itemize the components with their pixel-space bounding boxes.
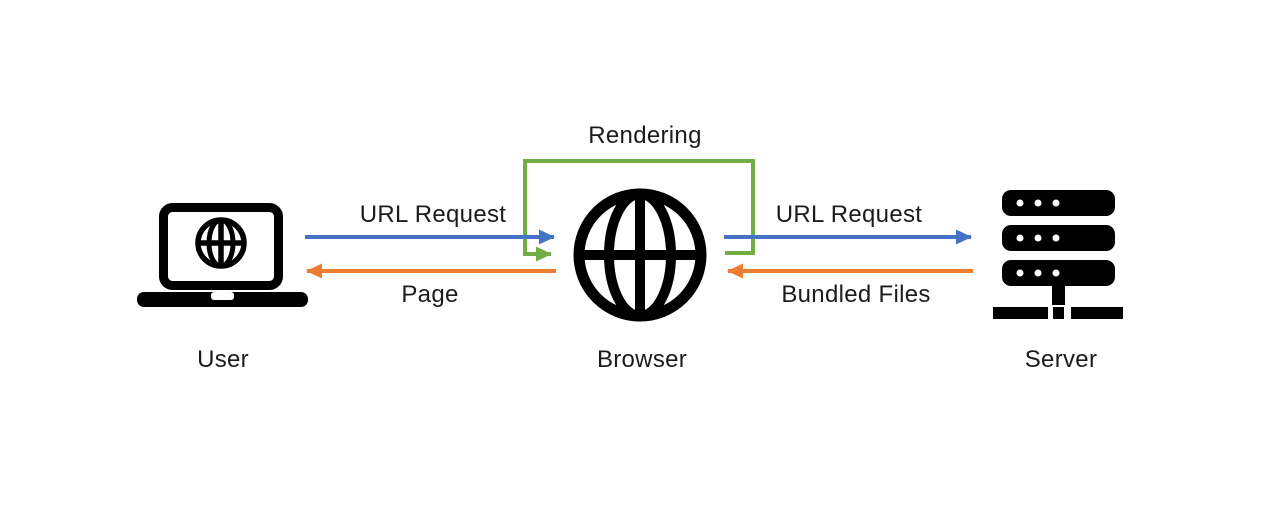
rendering-loop-arrow [523, 159, 755, 262]
page-label: Page [401, 281, 459, 308]
server-led [1034, 269, 1042, 277]
server-led [1034, 234, 1042, 242]
laptop-base-notch [211, 292, 234, 300]
server-icon [993, 190, 1123, 319]
server-led [1052, 199, 1060, 207]
laptop-icon [137, 203, 308, 307]
user-node-label: User [197, 346, 249, 373]
server-led [1016, 269, 1024, 277]
server-led [1034, 199, 1042, 207]
server-node-label: Server [1024, 346, 1098, 373]
laptop-globe-meridian [206, 217, 236, 269]
server-stem [1052, 286, 1065, 305]
url-request-label-left: URL Request [359, 201, 507, 228]
browser-node-label: Browser [596, 346, 688, 373]
server-led [1052, 269, 1060, 277]
server-led [1052, 234, 1060, 242]
server-base-right [1071, 307, 1123, 319]
server-led [1016, 199, 1024, 207]
bundled-files-label: Bundled Files [781, 281, 931, 308]
laptop-screen [159, 203, 283, 290]
server-led [1016, 234, 1024, 242]
server-base-middle [1053, 307, 1064, 319]
rendering-label: Rendering [588, 122, 702, 149]
globe-meridian-ellipse [604, 189, 676, 321]
server-base-left [993, 307, 1048, 319]
globe-icon [573, 188, 707, 322]
url-request-label-right: URL Request [775, 201, 923, 228]
